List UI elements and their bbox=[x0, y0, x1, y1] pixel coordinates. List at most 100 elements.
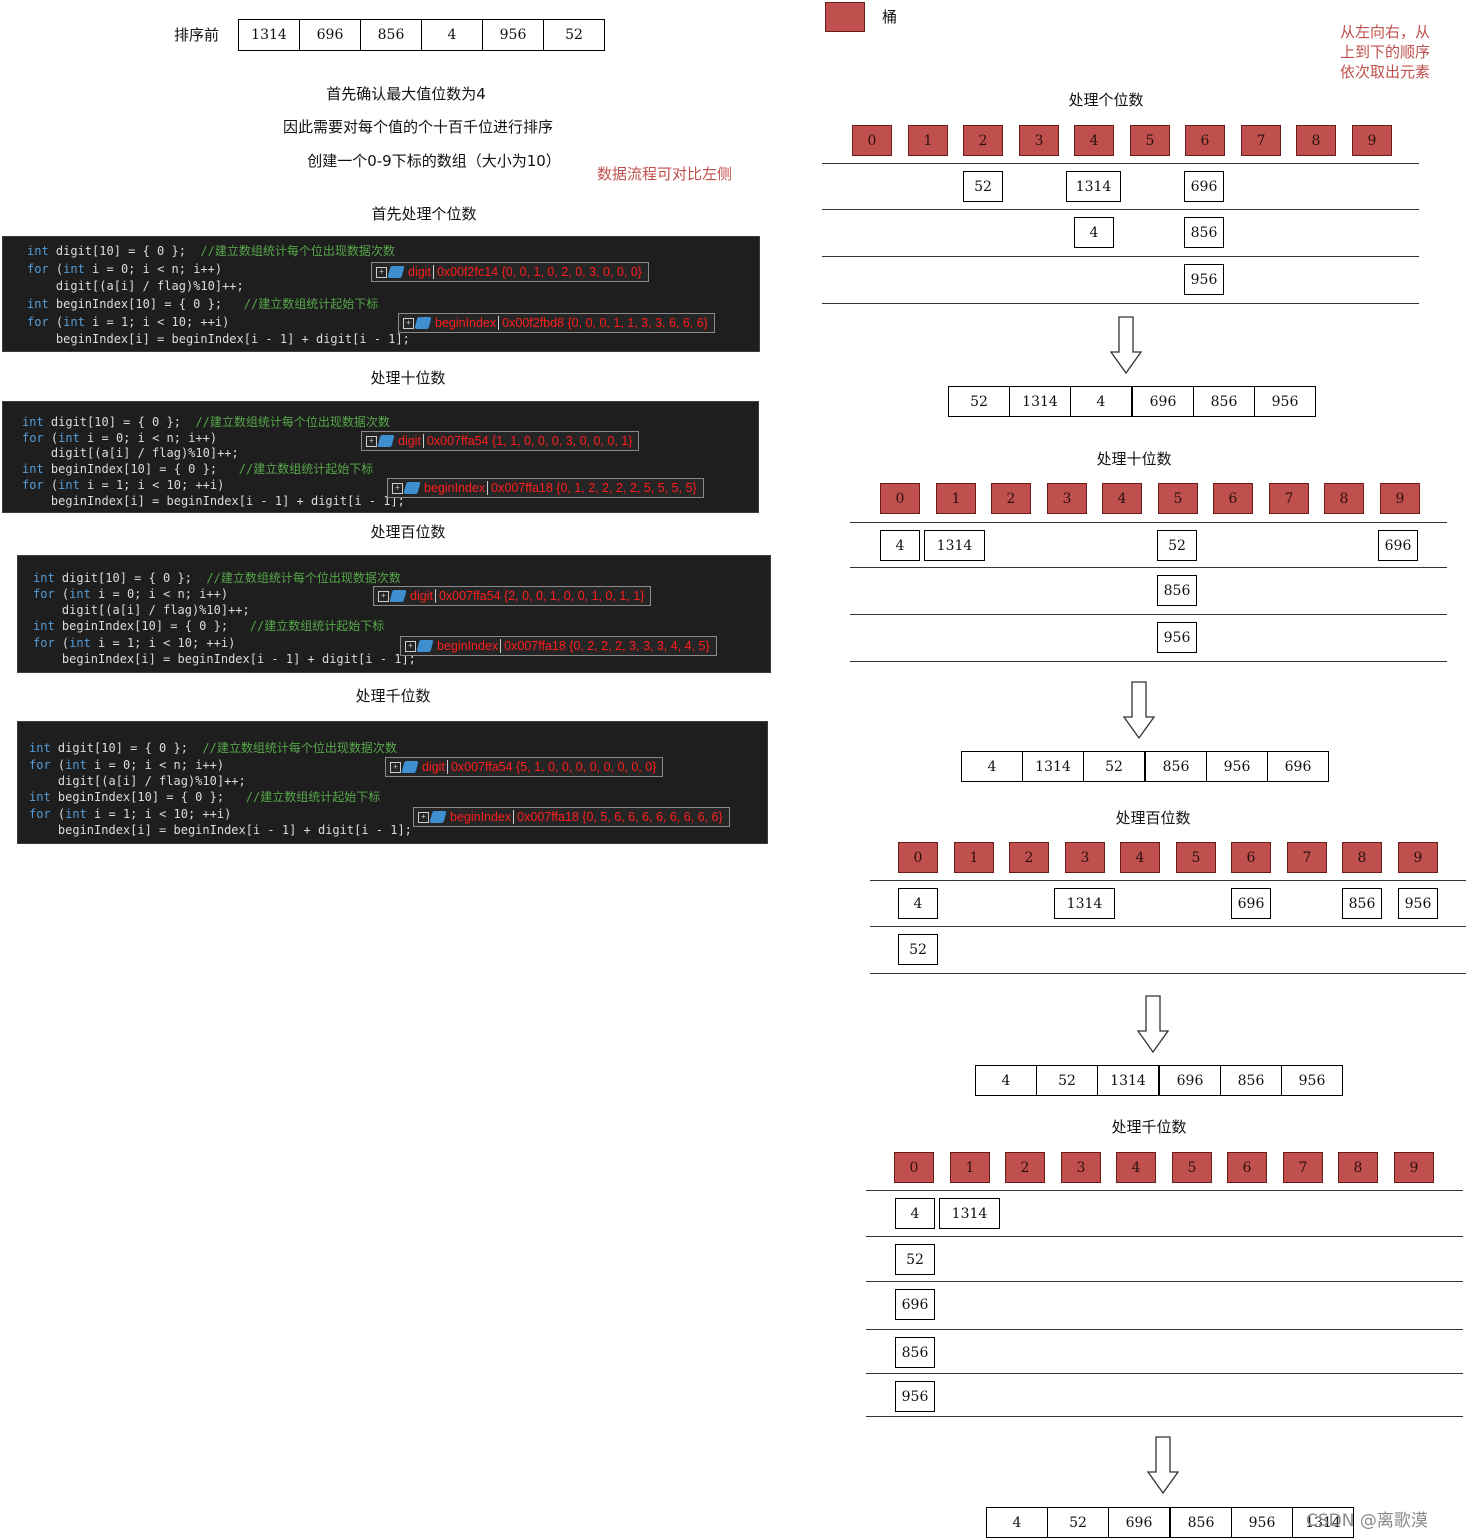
down-arrow-icon bbox=[1147, 1436, 1179, 1494]
bucket-item: 52 bbox=[898, 934, 938, 965]
bucket-2: 2 bbox=[1009, 842, 1049, 873]
array-cell: 956 bbox=[482, 19, 544, 51]
bucket-9: 9 bbox=[1352, 125, 1392, 156]
legend-bucket-swatch bbox=[825, 2, 865, 32]
array-cell: 856 bbox=[360, 19, 422, 51]
array-cell: 1314 bbox=[238, 19, 300, 51]
bucket-item: 856 bbox=[1184, 217, 1224, 248]
bucket-row-divider bbox=[850, 522, 1447, 523]
bucket-1: 1 bbox=[936, 483, 976, 514]
bucket-1: 1 bbox=[954, 842, 994, 873]
bucket-7: 7 bbox=[1287, 842, 1327, 873]
bucket-0: 0 bbox=[898, 842, 938, 873]
bucket-item: 4 bbox=[1074, 217, 1114, 248]
result-cell: 696 bbox=[1108, 1507, 1170, 1538]
bucket-row-divider bbox=[822, 256, 1419, 257]
bucket-item: 956 bbox=[895, 1381, 935, 1412]
bucket-0: 0 bbox=[894, 1152, 934, 1183]
array-cell: 4 bbox=[421, 19, 483, 51]
panel-title: 处理百位数 bbox=[370, 523, 445, 541]
result-cell: 956 bbox=[1254, 386, 1316, 417]
result-cell: 52 bbox=[1036, 1065, 1098, 1096]
bucket-row-divider bbox=[870, 880, 1466, 881]
panel-title: 首先处理个位数 bbox=[371, 205, 476, 223]
panel-title: 处理十位数 bbox=[370, 369, 445, 387]
result-cell: 956 bbox=[1281, 1065, 1343, 1096]
result-cell: 4 bbox=[961, 751, 1023, 782]
result-cell: 1314 bbox=[1097, 1065, 1159, 1096]
stage-title: 处理个位数 bbox=[1068, 91, 1143, 109]
bucket-7: 7 bbox=[1269, 483, 1309, 514]
panel-title: 处理千位数 bbox=[355, 687, 430, 705]
bucket-item: 1314 bbox=[939, 1198, 1000, 1229]
bucket-item: 1314 bbox=[1054, 888, 1115, 919]
bucket-item: 52 bbox=[963, 171, 1003, 202]
bucket-4: 4 bbox=[1120, 842, 1160, 873]
bucket-row-divider bbox=[870, 926, 1466, 927]
before-sort-label: 排序前 bbox=[174, 26, 219, 44]
bucket-8: 8 bbox=[1296, 125, 1336, 156]
result-cell: 956 bbox=[1206, 751, 1268, 782]
expand-icon: + bbox=[418, 812, 429, 823]
variable-icon bbox=[377, 435, 394, 447]
expand-icon: + bbox=[378, 591, 389, 602]
variable-icon bbox=[429, 811, 446, 823]
bucket-4: 4 bbox=[1116, 1152, 1156, 1183]
bucket-item: 696 bbox=[895, 1289, 935, 1320]
bucket-item: 52 bbox=[1157, 530, 1197, 561]
result-cell: 4 bbox=[975, 1065, 1037, 1096]
bucket-item: 1314 bbox=[924, 530, 985, 561]
code-panel: int digit[10] = { 0 }; //建立数组统计每个位出现数据次数… bbox=[2, 401, 759, 513]
expand-icon: + bbox=[390, 762, 401, 773]
bucket-6: 6 bbox=[1213, 483, 1253, 514]
result-cell: 956 bbox=[1231, 1507, 1293, 1538]
bucket-row-divider bbox=[850, 661, 1447, 662]
watermark: CSDN @离歌漠 bbox=[1306, 1511, 1428, 1531]
bucket-3: 3 bbox=[1047, 483, 1087, 514]
variable-icon bbox=[387, 266, 404, 278]
bucket-item: 856 bbox=[895, 1337, 935, 1368]
result-cell: 696 bbox=[1159, 1065, 1221, 1096]
bucket-row-divider bbox=[870, 973, 1466, 974]
bucket-row-divider bbox=[822, 163, 1419, 164]
order-note-line: 从左向右，从 bbox=[1340, 22, 1430, 42]
bucket-7: 7 bbox=[1283, 1152, 1323, 1183]
bucket-5: 5 bbox=[1158, 483, 1198, 514]
bucket-item: 696 bbox=[1184, 171, 1224, 202]
bucket-8: 8 bbox=[1324, 483, 1364, 514]
bucket-9: 9 bbox=[1398, 842, 1438, 873]
bucket-item: 956 bbox=[1157, 622, 1197, 653]
result-cell: 696 bbox=[1132, 386, 1194, 417]
bucket-6: 6 bbox=[1185, 125, 1225, 156]
code-panel: int digit[10] = { 0 }; //建立数组统计每个位出现数据次数… bbox=[17, 555, 771, 673]
bucket-5: 5 bbox=[1176, 842, 1216, 873]
expand-icon: + bbox=[366, 436, 377, 447]
variable-icon bbox=[403, 482, 420, 494]
bucket-item: 52 bbox=[895, 1244, 935, 1275]
result-cell: 856 bbox=[1220, 1065, 1282, 1096]
order-note-line: 上到下的顺序 bbox=[1340, 42, 1430, 62]
bucket-6: 6 bbox=[1227, 1152, 1267, 1183]
expand-icon: + bbox=[405, 641, 416, 652]
bucket-3: 3 bbox=[1019, 125, 1059, 156]
stage-title: 处理十位数 bbox=[1096, 450, 1171, 468]
bucket-item: 856 bbox=[1157, 575, 1197, 606]
bucket-item: 856 bbox=[1342, 888, 1382, 919]
bucket-5: 5 bbox=[1172, 1152, 1212, 1183]
expand-icon: + bbox=[403, 318, 414, 329]
order-note-line: 依次取出元素 bbox=[1340, 62, 1430, 82]
legend-label: 桶 bbox=[882, 8, 897, 26]
bucket-item: 1314 bbox=[1066, 171, 1121, 202]
code-panel: int digit[10] = { 0 }; //建立数组统计每个位出现数据次数… bbox=[2, 236, 760, 352]
bucket-4: 4 bbox=[1074, 125, 1114, 156]
bucket-3: 3 bbox=[1065, 842, 1105, 873]
result-cell: 856 bbox=[1145, 751, 1207, 782]
